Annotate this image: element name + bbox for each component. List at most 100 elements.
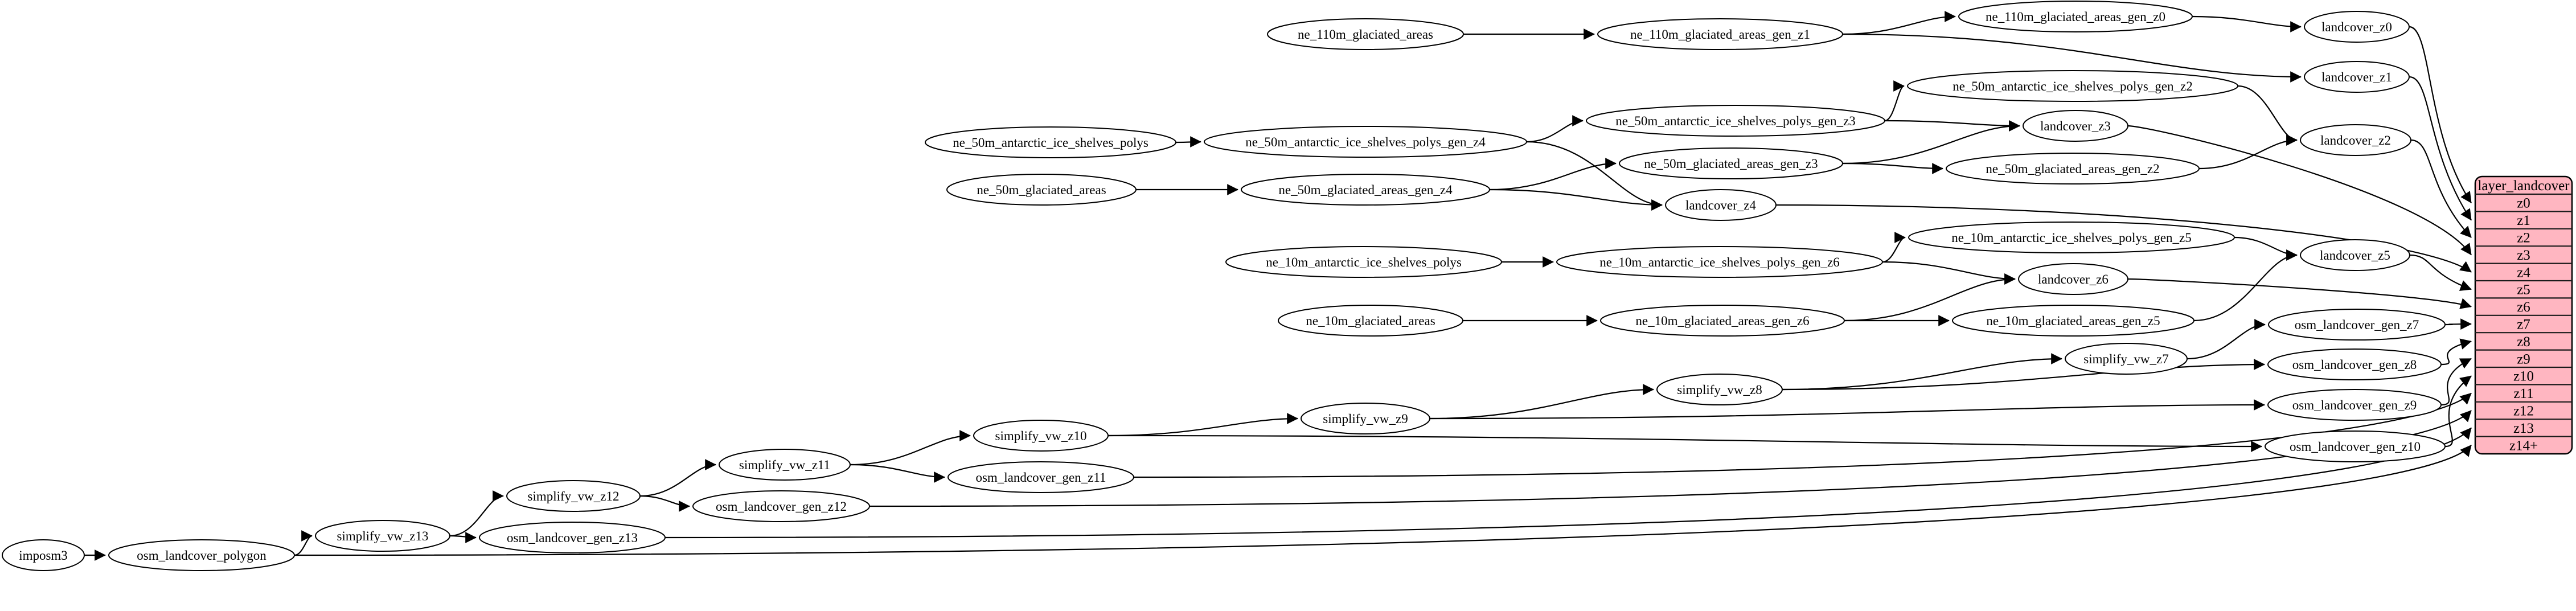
node-ellipse-ne_50m_antarctic_ice_shelves_polys_gen_z4: [1204, 126, 1527, 158]
edge-simplify_vw_z12-to-osm_landcover_gen_z12: [639, 495, 690, 512]
node-landcover_z2: landcover_z2: [2300, 124, 2411, 156]
node-imposm3: imposm3: [2, 539, 85, 571]
node-ne_10m_antarctic_ice_shelves_polys_gen_z5: ne_10m_antarctic_ice_shelves_polys_gen_z…: [1908, 222, 2235, 253]
node-ellipse-ne_50m_antarctic_ice_shelves_polys_gen_z3: [1586, 105, 1885, 137]
node-ellipse-osm_landcover_gen_z7: [2268, 309, 2446, 341]
node-label-simplify_vw_z7: simplify_vw_z7: [2083, 352, 2169, 366]
node-ne_50m_glaciated_areas_gen_z4: ne_50m_glaciated_areas_gen_z4: [1241, 174, 1490, 206]
node-osm_landcover_gen_z10: osm_landcover_gen_z10: [2265, 430, 2446, 462]
node-ellipse-osm_landcover_gen_z13: [479, 522, 666, 553]
node-simplify_vw_z9: simplify_vw_z9: [1301, 403, 1430, 434]
edge-ne_110m_glaciated_areas_gen_z1-to-ne_110m_glaciated_areas_gen_z0: [1842, 11, 1956, 35]
node-ellipse-ne_10m_antarctic_ice_shelves_polys_gen_z6: [1556, 246, 1883, 278]
node-label-simplify_vw_z9: simplify_vw_z9: [1323, 412, 1408, 426]
table-row-z8: z8: [2517, 334, 2530, 350]
edge-simplify_vw_z10-to-osm_landcover_gen_z10: [1107, 434, 2262, 452]
edge-ne_50m_antarctic_ice_shelves_polys_gen_z4-to-landcover_z4: [1526, 141, 1663, 211]
edge-ne_10m_glaciated_areas_gen_z5-to-landcover_z5: [2193, 249, 2298, 322]
node-ellipse-ne_10m_glaciated_areas: [1278, 305, 1463, 337]
table-row-z6: z6: [2517, 300, 2530, 315]
node-ellipse-imposm3: [2, 539, 85, 571]
node-label-osm_landcover_gen_z12: osm_landcover_gen_z12: [716, 499, 847, 514]
node-label-landcover_z2: landcover_z2: [2320, 133, 2391, 147]
node-ne_50m_antarctic_ice_shelves_polys_gen_z2: ne_50m_antarctic_ice_shelves_polys_gen_z…: [1907, 70, 2238, 102]
node-ne_50m_antarctic_ice_shelves_polys: ne_50m_antarctic_ice_shelves_polys: [925, 126, 1176, 158]
edge-simplify_vw_z8-to-osm_landcover_gen_z8: [1782, 359, 2265, 391]
node-label-ne_10m_glaciated_areas_gen_z5: ne_10m_glaciated_areas_gen_z5: [1986, 314, 2160, 328]
node-simplify_vw_z7: simplify_vw_z7: [2065, 343, 2188, 375]
node-label-osm_landcover_gen_z8: osm_landcover_gen_z8: [2292, 358, 2417, 372]
edge-osm_landcover_polygon-to-row-z14+: [294, 445, 2472, 556]
node-label-ne_10m_antarctic_ice_shelves_polys_gen_z5: ne_10m_antarctic_ice_shelves_polys_gen_z…: [1951, 231, 2192, 245]
node-osm_landcover_gen_z11: osm_landcover_gen_z11: [947, 461, 1134, 493]
node-ellipse-landcover_z0: [2304, 11, 2410, 43]
node-ellipse-simplify_vw_z7: [2065, 343, 2188, 375]
node-simplify_vw_z12: simplify_vw_z12: [506, 480, 641, 512]
node-ellipse-osm_landcover_gen_z11: [947, 461, 1134, 493]
node-ellipse-ne_110m_glaciated_areas_gen_z1: [1597, 18, 1843, 50]
node-simplify_vw_z13: simplify_vw_z13: [315, 520, 450, 552]
table-row-z4: z4: [2517, 265, 2530, 280]
node-ellipse-osm_landcover_gen_z9: [2267, 389, 2442, 421]
node-simplify_vw_z10: simplify_vw_z10: [973, 420, 1109, 452]
edge-ne_50m_glaciated_areas_gen_z3-to-landcover_z3: [1842, 120, 2020, 165]
edge-ne_10m_antarctic_ice_shelves_polys_gen_z6-to-ne_10m_antarctic_ice_shelves_polys_gen_z5: [1882, 232, 1906, 263]
edge-landcover_z1-to-row-z1: [2409, 76, 2472, 221]
edge-ne_110m_glaciated_areas_gen_z1-to-landcover_z1: [1842, 33, 2302, 83]
edge-ne_50m_glaciated_areas_gen_z4-to-ne_50m_glaciated_areas_gen_z3: [1489, 158, 1617, 191]
node-label-landcover_z1: landcover_z1: [2321, 70, 2392, 84]
edge-landcover_z6-to-row-z6: [2127, 278, 2472, 309]
node-ne_10m_antarctic_ice_shelves_polys: ne_10m_antarctic_ice_shelves_polys: [1225, 246, 1502, 278]
table-row-z14+: z14+: [2509, 438, 2538, 453]
node-ellipse-osm_landcover_gen_z8: [2267, 348, 2442, 380]
node-label-ne_50m_antarctic_ice_shelves_polys_gen_z3: ne_50m_antarctic_ice_shelves_polys_gen_z…: [1615, 114, 1856, 128]
edge-osm_landcover_polygon-to-simplify_vw_z13: [294, 530, 313, 556]
edge-simplify_vw_z13-to-osm_landcover_gen_z13: [449, 532, 477, 543]
node-landcover_z4: landcover_z4: [1665, 189, 1777, 221]
node-ne_50m_antarctic_ice_shelves_polys_gen_z4: ne_50m_antarctic_ice_shelves_polys_gen_z…: [1204, 126, 1527, 158]
node-ellipse-landcover_z5: [2300, 239, 2410, 271]
node-label-landcover_z3: landcover_z3: [2040, 119, 2111, 133]
node-ne_50m_antarctic_ice_shelves_polys_gen_z3: ne_50m_antarctic_ice_shelves_polys_gen_z…: [1586, 105, 1885, 137]
node-osm_landcover_gen_z7: osm_landcover_gen_z7: [2268, 309, 2446, 341]
edge-simplify_vw_z13-to-simplify_vw_z12: [449, 490, 504, 537]
node-label-ne_50m_glaciated_areas_gen_z4: ne_50m_glaciated_areas_gen_z4: [1278, 183, 1453, 197]
node-label-ne_50m_glaciated_areas: ne_50m_glaciated_areas: [977, 183, 1106, 197]
node-ne_10m_glaciated_areas: ne_10m_glaciated_areas: [1278, 305, 1463, 337]
node-ellipse-simplify_vw_z11: [719, 449, 851, 481]
node-ellipse-simplify_vw_z8: [1656, 374, 1783, 405]
node-ellipse-landcover_z3: [2023, 110, 2128, 142]
node-osm_landcover_polygon: osm_landcover_polygon: [108, 539, 295, 571]
node-ne_50m_glaciated_areas: ne_50m_glaciated_areas: [946, 174, 1137, 206]
edge-osm_landcover_gen_z8-to-row-z8: [2440, 338, 2472, 366]
node-ellipse-ne_50m_glaciated_areas_gen_z3: [1619, 147, 1843, 179]
edge-ne_10m_antarctic_ice_shelves_polys_gen_z6-to-landcover_z6: [1882, 261, 2016, 285]
edge-simplify_vw_z12-to-simplify_vw_z11: [639, 459, 716, 497]
node-ne_10m_glaciated_areas_gen_z5: ne_10m_glaciated_areas_gen_z5: [1952, 305, 2194, 337]
node-label-ne_10m_antarctic_ice_shelves_polys_gen_z6: ne_10m_antarctic_ice_shelves_polys_gen_z…: [1599, 255, 1840, 269]
node-ellipse-simplify_vw_z9: [1301, 403, 1430, 434]
edge-simplify_vw_z7-to-osm_landcover_gen_z7: [2187, 319, 2266, 360]
node-ellipse-ne_50m_glaciated_areas: [946, 174, 1137, 206]
node-label-ne_110m_glaciated_areas: ne_110m_glaciated_areas: [1298, 27, 1433, 42]
node-label-simplify_vw_z11: simplify_vw_z11: [739, 458, 830, 472]
edge-landcover_z3-to-row-z3: [2127, 125, 2472, 256]
node-ellipse-ne_10m_antarctic_ice_shelves_polys_gen_z5: [1908, 222, 2235, 253]
node-ne_110m_glaciated_areas_gen_z1: ne_110m_glaciated_areas_gen_z1: [1597, 18, 1843, 50]
edge-simplify_vw_z10-to-simplify_vw_z9: [1107, 413, 1298, 437]
nodes-layer: imposm3 osm_landcover_polygon simplify_vw_…: [2, 1, 2446, 571]
table-row-z12: z12: [2513, 404, 2534, 419]
node-label-simplify_vw_z10: simplify_vw_z10: [995, 429, 1087, 443]
node-osm_landcover_gen_z12: osm_landcover_gen_z12: [692, 490, 870, 522]
node-landcover_z6: landcover_z6: [2018, 263, 2128, 295]
node-ellipse-ne_50m_glaciated_areas_gen_z4: [1241, 174, 1490, 206]
node-ellipse-osm_landcover_polygon: [108, 539, 295, 571]
node-ellipse-ne_110m_glaciated_areas_gen_z0: [1958, 1, 2193, 32]
node-label-ne_50m_antarctic_ice_shelves_polys_gen_z4: ne_50m_antarctic_ice_shelves_polys_gen_z…: [1245, 135, 1486, 149]
node-label-osm_landcover_gen_z9: osm_landcover_gen_z9: [2292, 398, 2417, 412]
node-ellipse-osm_landcover_gen_z12: [692, 490, 870, 522]
edge-ne_10m_glaciated_areas_gen_z6-to-landcover_z6: [1844, 273, 2016, 322]
edge-ne_50m_antarctic_ice_shelves_polys_gen_z4-to-ne_50m_antarctic_ice_shelves_polys_gen_z3: [1526, 115, 1584, 143]
node-label-osm_landcover_gen_z11: osm_landcover_gen_z11: [975, 470, 1106, 485]
node-ellipse-landcover_z2: [2300, 124, 2411, 156]
